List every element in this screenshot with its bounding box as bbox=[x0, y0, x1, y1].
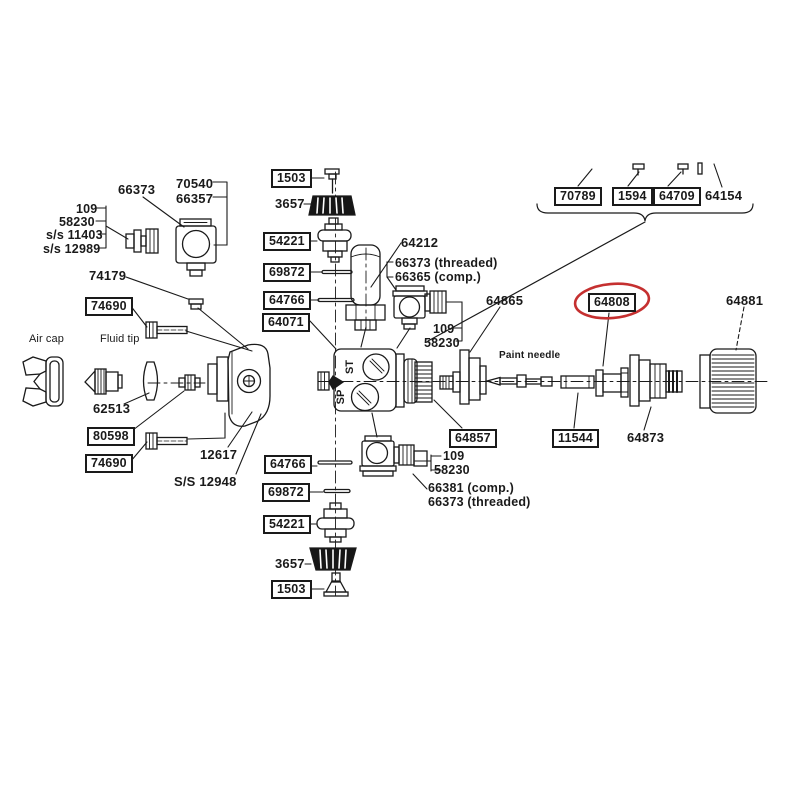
flange-64865-drawing bbox=[439, 349, 487, 405]
part-label-66373: 66373 bbox=[118, 182, 156, 197]
part-label-109-mid: 109 bbox=[433, 322, 455, 336]
valve-66365-drawing bbox=[392, 285, 447, 330]
screw-74690-bottom-drawing bbox=[145, 432, 188, 450]
washer-69872-top-drawing bbox=[321, 269, 353, 275]
part-label-ss12948: S/S 12948 bbox=[174, 474, 237, 489]
part-label-3657-bottom: 3657 bbox=[275, 556, 305, 571]
body-marking-sp: SP bbox=[335, 389, 347, 405]
fitting-80598-drawing bbox=[178, 374, 201, 391]
part-label-64808-highlighted: 64808 bbox=[588, 293, 636, 312]
part-label-66373-threaded-top: 66373 (threaded) bbox=[395, 256, 498, 270]
valve-54221-bottom-drawing bbox=[316, 502, 355, 543]
washer-64766-bottom-drawing bbox=[317, 460, 353, 465]
part-label-12617: 12617 bbox=[200, 447, 238, 462]
bushing-64808-drawing bbox=[595, 367, 629, 398]
washer-69872-bottom-drawing bbox=[323, 488, 351, 494]
group-brace bbox=[427, 203, 754, 342]
part-label-58230-bottom: 58230 bbox=[434, 463, 470, 477]
fluid-tip-drawing bbox=[84, 368, 123, 395]
part-label-58230-left: 58230 bbox=[59, 215, 95, 229]
part-label-64881: 64881 bbox=[726, 293, 764, 308]
part-label-62513: 62513 bbox=[93, 401, 131, 416]
air-cap-drawing bbox=[22, 356, 64, 407]
nut-74179-drawing bbox=[188, 298, 204, 310]
part-label-66357: 66357 bbox=[176, 191, 214, 206]
part-label-69872-bottom: 69872 bbox=[262, 483, 310, 502]
part-label-1503-bottom: 1503 bbox=[271, 580, 312, 599]
knob-64881-drawing bbox=[699, 348, 757, 414]
part-label-64154: 64154 bbox=[705, 188, 743, 203]
cap-3657-top-drawing bbox=[308, 195, 356, 216]
screw-74690-top-drawing bbox=[145, 321, 188, 339]
part-label-54221-bottom: 54221 bbox=[263, 515, 311, 534]
part-label-74690-bottom: 74690 bbox=[85, 454, 133, 473]
body-marking-st: ST bbox=[344, 359, 356, 375]
air-valve-70540-drawing bbox=[175, 218, 217, 277]
stem-1503-bottom-drawing bbox=[323, 572, 349, 597]
part-label-109-bottom: 109 bbox=[443, 449, 465, 463]
part-label-1503-top: 1503 bbox=[271, 169, 312, 188]
part-label-64071: 64071 bbox=[262, 313, 310, 332]
part-label-70789: 70789 bbox=[554, 187, 602, 206]
part-label-ss11403: s/s 11403 bbox=[46, 228, 103, 242]
part-label-58230-mid: 58230 bbox=[424, 336, 460, 350]
part-label-109-left: 109 bbox=[76, 202, 98, 216]
valve-body-drawing bbox=[317, 348, 418, 412]
part-label-1594: 1594 bbox=[612, 187, 653, 206]
valve-54221-top-drawing bbox=[317, 217, 352, 263]
part-label-64766-bottom: 64766 bbox=[264, 455, 312, 474]
part-label-74690-top: 74690 bbox=[85, 297, 133, 316]
seal-62513-drawing bbox=[142, 361, 159, 401]
part-label-66381-comp: 66381 (comp.) bbox=[428, 481, 514, 495]
stem-1503-top-drawing bbox=[324, 168, 340, 194]
part-label-64709: 64709 bbox=[653, 187, 701, 206]
hex-fitting-drawing bbox=[125, 228, 159, 254]
cap-3657-bottom-drawing bbox=[309, 547, 357, 571]
part-label-54221-top: 54221 bbox=[263, 232, 311, 251]
part-label-70540: 70540 bbox=[176, 176, 214, 191]
caption-paint-needle: Paint needle bbox=[499, 350, 561, 361]
highlight-ellipse bbox=[573, 282, 651, 320]
part-label-64766-top: 64766 bbox=[263, 291, 311, 310]
caption-air-cap: Air cap bbox=[29, 333, 64, 345]
part-label-64857: 64857 bbox=[449, 429, 497, 448]
leader-lines bbox=[95, 163, 745, 590]
part-label-ss12989: s/s 12989 bbox=[43, 242, 101, 256]
part-label-64212: 64212 bbox=[401, 235, 439, 250]
tube-64212-drawing bbox=[345, 244, 386, 331]
part-label-74179: 74179 bbox=[89, 268, 127, 283]
tiny-fastener-icons bbox=[632, 162, 703, 176]
paint-needle-drawing bbox=[484, 374, 553, 388]
sleeve-64873-drawing bbox=[629, 354, 683, 407]
rod-11544-drawing bbox=[560, 375, 595, 389]
part-label-64873: 64873 bbox=[627, 430, 665, 445]
part-label-3657-top: 3657 bbox=[275, 196, 305, 211]
part-label-80598: 80598 bbox=[87, 427, 135, 446]
valve-66381-drawing bbox=[359, 435, 428, 477]
part-label-66365-comp: 66365 (comp.) bbox=[395, 270, 481, 284]
caption-fluid-tip: Fluid tip bbox=[100, 333, 140, 345]
part-label-66373-threaded-bottom: 66373 (threaded) bbox=[428, 495, 531, 509]
washer-64766-top-drawing bbox=[317, 297, 355, 303]
spring-64857-drawing bbox=[414, 361, 433, 403]
part-label-64865: 64865 bbox=[486, 293, 524, 308]
gun-body-drawing bbox=[207, 343, 271, 427]
part-label-69872-top: 69872 bbox=[263, 263, 311, 282]
part-label-11544: 11544 bbox=[552, 429, 600, 448]
